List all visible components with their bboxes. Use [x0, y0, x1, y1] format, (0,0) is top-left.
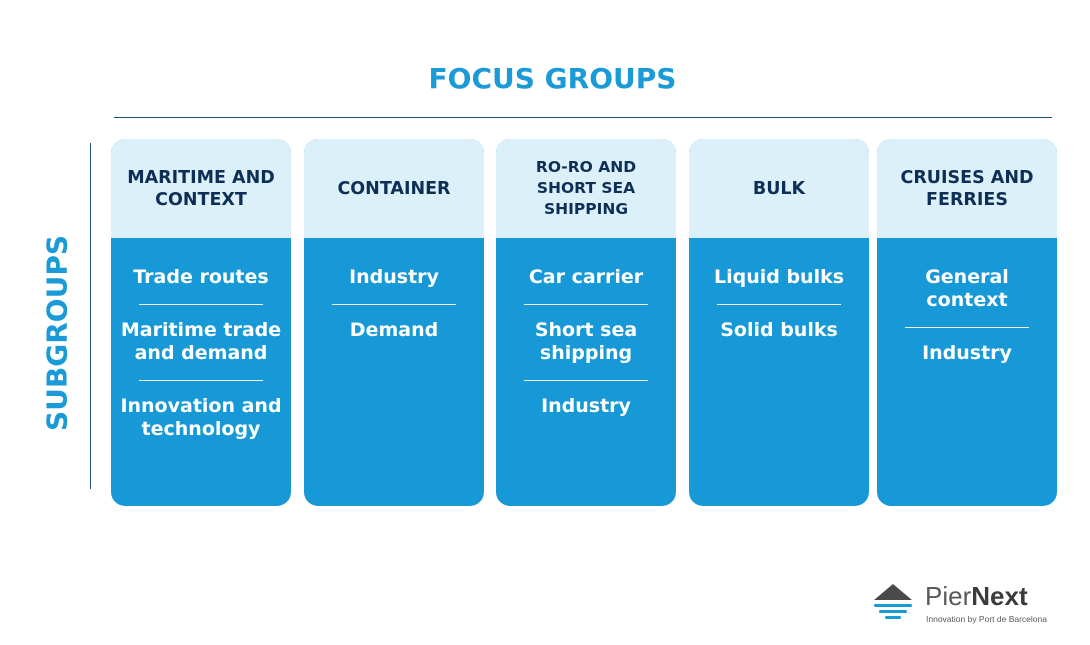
- focus-group-roro: RO-RO AND SHORT SEA SHIPPING Car carrier…: [496, 139, 676, 506]
- pier-wave-icon: [874, 584, 912, 619]
- subgroup-item: Industry: [541, 395, 631, 417]
- focus-group-maritime: MARITIME AND CONTEXT Trade routes Mariti…: [111, 139, 291, 506]
- subgroup-item: Short sea shipping: [534, 319, 638, 364]
- logo-name-bold: Next: [971, 581, 1028, 611]
- item-separator: [905, 327, 1029, 328]
- subgroups-label: SUBGROUPS: [40, 234, 74, 432]
- subgroup-item: Industry: [922, 342, 1012, 364]
- subgroup-item: Liquid bulks: [713, 266, 845, 288]
- subgroup-item: Maritime trade and demand: [120, 319, 282, 364]
- column-body: Trade routes Maritime trade and demand I…: [111, 238, 291, 441]
- subgroup-item: General context: [925, 266, 1009, 311]
- logo-wordmark: PierNext: [925, 581, 1028, 612]
- focus-group-bulk: BULK Liquid bulks Solid bulks: [689, 139, 869, 506]
- item-separator: [139, 304, 263, 305]
- column-header: CRUISES AND FERRIES: [877, 139, 1057, 238]
- item-separator: [524, 380, 648, 381]
- subgroup-item: Demand: [349, 319, 439, 341]
- logo-tagline: Innovation by Port de Barcelona: [926, 614, 1047, 624]
- item-separator: [139, 380, 263, 381]
- column-body: General context Industry: [877, 238, 1057, 365]
- focus-groups-title: FOCUS GROUPS: [428, 62, 677, 95]
- column-body: Liquid bulks Solid bulks: [689, 238, 869, 342]
- column-header: BULK: [689, 139, 869, 238]
- side-divider: [90, 143, 91, 489]
- piernext-logo: PierNext Innovation by Port de Barcelona: [872, 581, 1052, 627]
- subgroup-item: Industry: [349, 266, 439, 288]
- subgroup-item: Car carrier: [528, 266, 644, 288]
- subgroup-item: Trade routes: [133, 266, 269, 288]
- item-separator: [332, 304, 456, 305]
- logo-name-light: Pier: [925, 581, 972, 611]
- column-header: RO-RO AND SHORT SEA SHIPPING: [496, 139, 676, 238]
- item-separator: [524, 304, 648, 305]
- column-body: Car carrier Short sea shipping Industry: [496, 238, 676, 418]
- column-body: Industry Demand: [304, 238, 484, 342]
- subgroup-item: Solid bulks: [720, 319, 838, 341]
- column-header: MARITIME AND CONTEXT: [111, 139, 291, 238]
- column-header: CONTAINER: [304, 139, 484, 238]
- subgroup-item: Innovation and technology: [120, 395, 282, 440]
- top-divider: [114, 117, 1052, 118]
- item-separator: [717, 304, 841, 305]
- focus-group-cruises: CRUISES AND FERRIES General context Indu…: [877, 139, 1057, 506]
- focus-group-container: CONTAINER Industry Demand: [304, 139, 484, 506]
